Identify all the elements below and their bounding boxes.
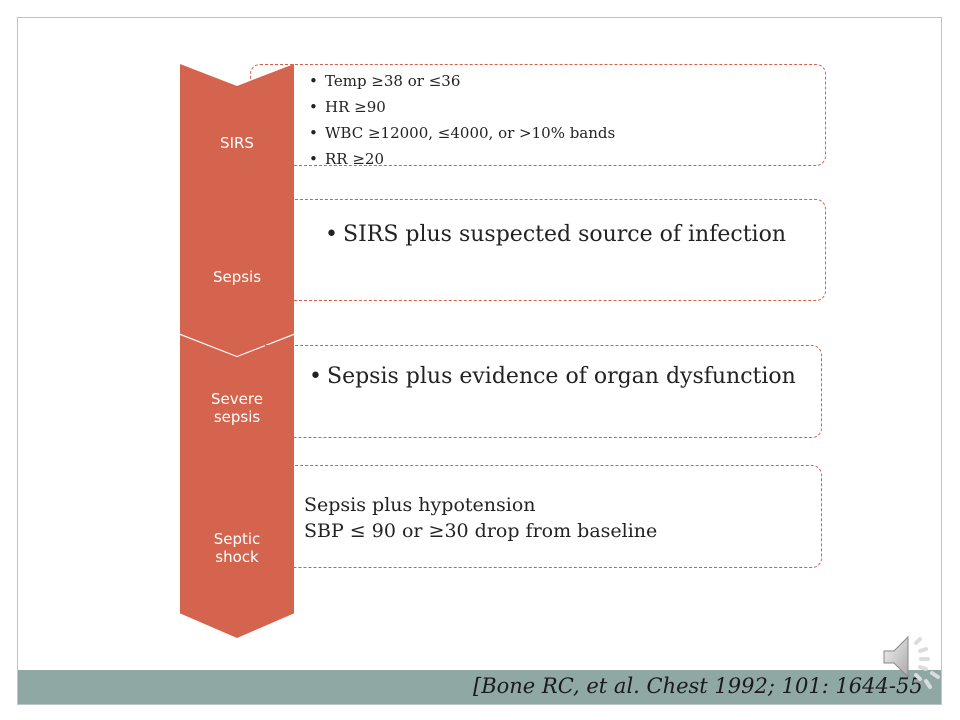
- footer-bar: [18, 670, 941, 704]
- septic-shock-line-2: SBP ≤ 90 or ≥30 drop from baseline: [304, 520, 658, 542]
- stage-label-severe-sepsis: Severe sepsis: [180, 390, 294, 426]
- sirs-criteria-box: Temp ≥38 or ≤36 HR ≥90 WBC ≥12000, ≤4000…: [250, 64, 826, 172]
- sirs-criterion-temp: Temp ≥38 or ≤36: [309, 68, 615, 94]
- septic-shock-line-1: Sepsis plus hypotension: [304, 494, 536, 516]
- citation-text: [Bone RC, et al. Chest 1992; 101: 1644-5…: [473, 674, 923, 698]
- stage-label-sirs: SIRS: [220, 134, 254, 152]
- sirs-criterion-wbc: WBC ≥12000, ≤4000, or >10% bands: [309, 120, 615, 146]
- stage-label-severe-sepsis-line-1: Severe: [211, 390, 263, 408]
- septic-shock-definition-box: Sepsis plus hypotension SBP ≤ 90 or ≥30 …: [250, 465, 822, 568]
- severe-sepsis-definition: Sepsis plus evidence of organ dysfunctio…: [309, 362, 796, 392]
- severe-sepsis-definition-box: Sepsis plus evidence of organ dysfunctio…: [250, 345, 822, 438]
- sepsis-definition-box: SIRS plus suspected source of infection: [250, 199, 826, 301]
- slide-frame: [17, 17, 942, 705]
- speaker-icon[interactable]: [880, 625, 942, 695]
- sepsis-definition: SIRS plus suspected source of infection: [325, 220, 786, 250]
- sirs-criterion-hr: HR ≥90: [309, 94, 615, 120]
- sirs-criteria-list: Temp ≥38 or ≤36 HR ≥90 WBC ≥12000, ≤4000…: [309, 68, 615, 172]
- stage-chevron-septic-shock: Septic shock: [180, 462, 294, 638]
- stage-label-severe-sepsis-line-2: sepsis: [213, 408, 261, 426]
- severe-sepsis-definition-list: Sepsis plus evidence of organ dysfunctio…: [309, 362, 796, 392]
- stage-label-sepsis: Sepsis: [212, 268, 262, 286]
- stage-label-septic-shock-line-1: Septic: [213, 530, 261, 548]
- sirs-criterion-rr: RR ≥20: [309, 146, 615, 172]
- stage-chevron-sirs: SIRS: [180, 64, 294, 221]
- stage-chevron-sepsis: Sepsis: [180, 196, 294, 356]
- stage-chevron-severe-sepsis: Severe sepsis: [180, 335, 294, 493]
- stage-label-septic-shock-line-2: shock: [215, 548, 259, 566]
- sepsis-definition-list: SIRS plus suspected source of infection: [325, 220, 786, 250]
- septic-shock-definition: Sepsis plus hypotension SBP ≤ 90 or ≥30 …: [304, 492, 657, 544]
- stage-label-septic-shock: Septic shock: [180, 530, 294, 566]
